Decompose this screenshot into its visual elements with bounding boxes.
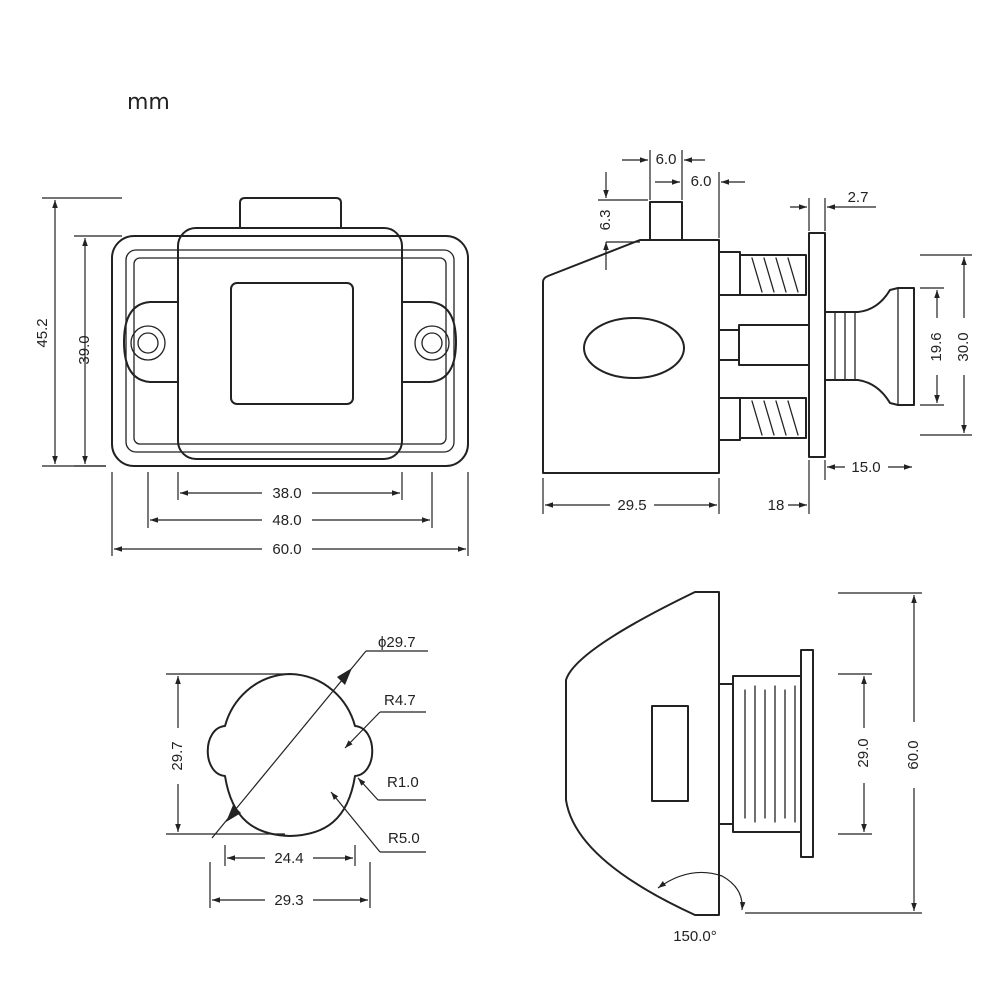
bottom-body (565, 591, 720, 916)
side-knob (824, 287, 915, 406)
dim-label: 29.5 (617, 497, 646, 514)
bottom-view: 29.0 60.0 150.0° (565, 591, 922, 945)
dim-width-holes: 48.0 (147, 472, 433, 529)
dim-label: 6.3 (597, 210, 614, 231)
dim-width-button: 38.0 (177, 472, 403, 502)
dim-label: 24.4 (274, 850, 303, 867)
dim-cutout-height: 29.7 (166, 673, 285, 835)
dim-label: 15.0 (851, 459, 880, 476)
front-mounting-ear-left (123, 301, 179, 383)
dim-height-outer: 45.2 (34, 197, 122, 467)
side-flange (808, 232, 826, 458)
dim-radius-1: R4.7 (344, 692, 426, 749)
dim-head-depth: 15.0 (824, 459, 912, 480)
dim-knob-height: 6.3 (597, 172, 648, 270)
front-body (111, 197, 469, 467)
dim-diameter: ϕ29.7 (211, 634, 428, 839)
dim-label: 45.2 (34, 318, 51, 347)
dim-label: 29.7 (169, 741, 186, 770)
dim-cutout-width-inner: 24.4 (224, 845, 356, 867)
dim-label: 2.7 (848, 189, 869, 206)
dim-top-knob-2: 6.0 (655, 150, 745, 238)
side-view: 6.0 6.0 6.3 2.7 (542, 150, 972, 514)
dim-head-outer: 30.0 (920, 254, 972, 436)
side-threaded-shank (718, 251, 810, 441)
dim-radius-2: R1.0 (357, 774, 426, 801)
dim-head-inner: 19.6 (920, 287, 945, 406)
bottom-flange (800, 649, 814, 858)
dim-label: 6.0 (656, 151, 677, 168)
dim-angle: 150.0° (657, 871, 746, 945)
dim-bottom-total-height: 60.0 (745, 592, 922, 914)
dim-label: 48.0 (272, 512, 301, 529)
dim-thread: 18 (768, 460, 810, 514)
dim-label: 60.0 (272, 541, 301, 558)
unit-label: mm (127, 90, 170, 115)
dim-label: ϕ29.7 (378, 634, 416, 651)
dim-label: 29.0 (855, 738, 872, 767)
cutout-view: ϕ29.7 29.7 R4.7 R1.0 R5.0 (166, 634, 428, 909)
dim-top-knob-1: 6.0 (622, 150, 705, 200)
dim-label: R1.0 (387, 774, 419, 791)
dim-cutout-width-outer: 29.3 (209, 862, 371, 909)
cutout-profile (206, 673, 374, 837)
dim-label: 150.0° (673, 928, 717, 945)
dim-radius-3: R5.0 (330, 791, 426, 853)
dim-label: 60.0 (905, 740, 922, 769)
dim-label: 18 (768, 497, 785, 514)
dim-label: 6.0 (691, 173, 712, 190)
dim-label: 30.0 (955, 332, 972, 361)
dim-body-depth: 29.5 (542, 478, 720, 514)
dim-label: R4.7 (384, 692, 416, 709)
bottom-threaded-shank (718, 675, 802, 833)
dim-label: 38.0 (272, 485, 301, 502)
dim-flange: 2.7 (790, 189, 876, 231)
dim-label: 39.0 (76, 335, 93, 364)
dim-bottom-thread-height: 29.0 (838, 673, 872, 835)
front-mounting-ear-right (401, 301, 457, 383)
dim-label: R5.0 (388, 830, 420, 847)
dim-label: 29.3 (274, 892, 303, 909)
dim-width-total: 60.0 (111, 472, 469, 558)
dim-label: 19.6 (928, 332, 945, 361)
side-body (542, 201, 720, 474)
front-view: 45.2 39.0 38.0 48.0 (34, 197, 469, 558)
dim-height-inner: 39.0 (74, 235, 122, 467)
